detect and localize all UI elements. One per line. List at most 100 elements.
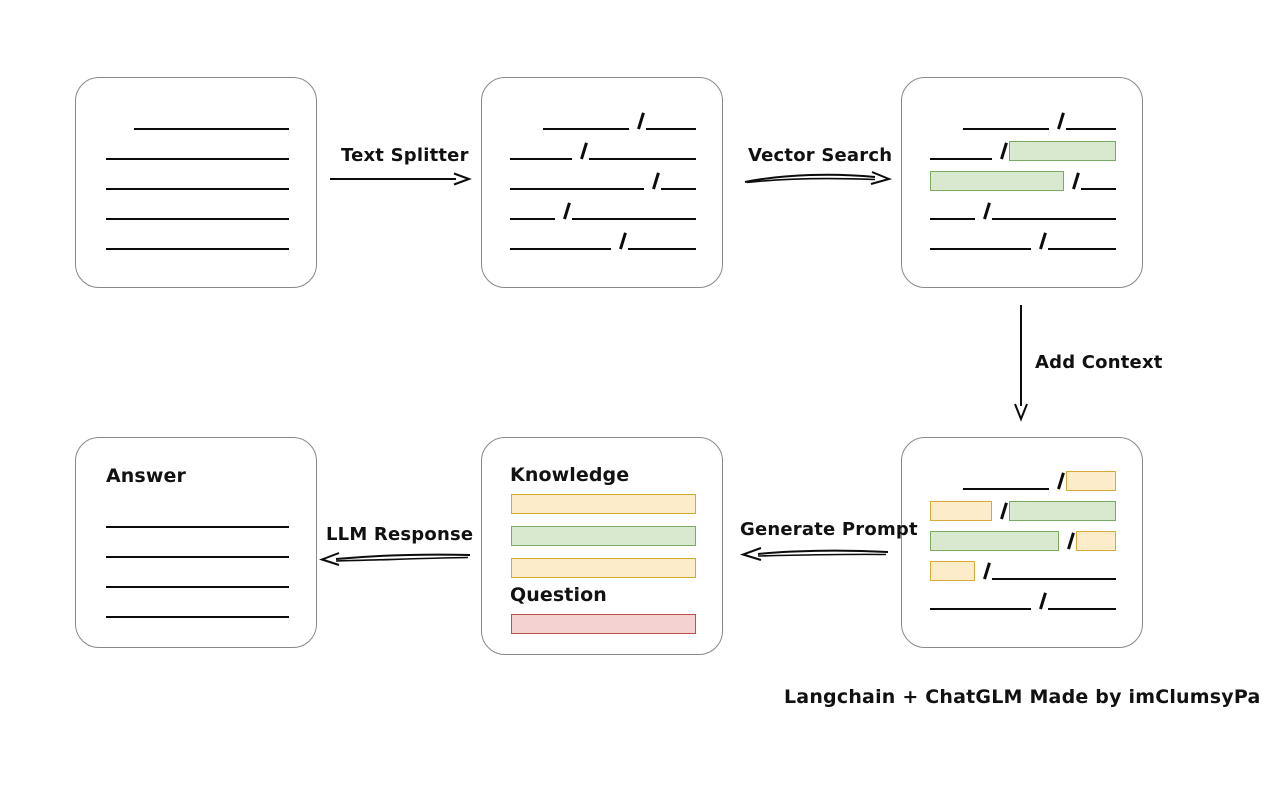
document-line (930, 198, 1116, 220)
text-line-segment (992, 558, 1116, 580)
text-line-segment (510, 198, 555, 220)
text-line-segment (510, 228, 611, 250)
document-line (930, 168, 1116, 191)
question-bar (511, 614, 696, 634)
retrieved-document-card[interactable] (901, 77, 1143, 288)
line-indent (930, 108, 963, 130)
question-label: Question (510, 584, 607, 606)
text-line-segment (106, 168, 289, 190)
chunk-separator (992, 138, 1009, 160)
chunk-separator (644, 168, 661, 190)
text-line-segment (1048, 588, 1116, 610)
knowledge-label: Knowledge (510, 464, 630, 486)
text-line-segment (1081, 168, 1116, 190)
text-line-segment (1048, 228, 1116, 250)
document-line (106, 168, 289, 190)
text-line-segment (106, 596, 289, 618)
attribution-footer: Langchain + ChatGLM Made by imClumsyPand… (784, 686, 1262, 708)
context-chunk-highlight (930, 561, 975, 581)
split-document-card[interactable] (481, 77, 723, 288)
line-indent (510, 108, 543, 130)
add-context-arrow-label: Add Context (1035, 352, 1163, 373)
document-line (106, 198, 289, 220)
text-line-segment (992, 198, 1116, 220)
chunk-separator (992, 498, 1009, 520)
retrieved-chunk-highlight (930, 531, 1059, 551)
text-line-segment (106, 506, 289, 528)
text-line-segment (510, 138, 572, 160)
chunk-separator (1064, 168, 1081, 190)
text-line-segment (930, 588, 1031, 610)
retrieved-chunk-highlight (930, 171, 1064, 191)
text-line-segment (589, 138, 696, 160)
document-line (106, 228, 289, 250)
retrieved-chunk-highlight (1009, 501, 1116, 521)
text-line-segment (628, 228, 696, 250)
chunk-separator (555, 198, 572, 220)
chunk-separator (1059, 528, 1076, 550)
document-line (510, 168, 696, 190)
text-line-segment (510, 168, 644, 190)
chunk-separator (975, 558, 992, 580)
document-line (106, 536, 289, 558)
chunk-separator (611, 228, 628, 250)
document-line (510, 198, 696, 220)
prompt-card[interactable]: Knowledge Question (481, 437, 723, 655)
vector-search-arrow (744, 170, 893, 188)
chunk-separator (572, 138, 589, 160)
text-line-segment (930, 138, 992, 160)
text-line-segment (930, 198, 975, 220)
text-line-segment (572, 198, 696, 220)
line-indent (930, 468, 963, 490)
generate-prompt-arrow (739, 545, 889, 563)
document-line (930, 228, 1116, 250)
generate-prompt-arrow-label: Generate Prompt (740, 519, 918, 540)
document-line (930, 528, 1116, 551)
chunk-separator (1031, 228, 1048, 250)
context-chunk-highlight (1066, 471, 1116, 491)
document-line (930, 498, 1116, 521)
chunk-separator (1049, 108, 1066, 130)
document-line (930, 108, 1116, 130)
text-line-segment (134, 108, 289, 130)
document-line (106, 506, 289, 528)
text-line-segment (1066, 108, 1116, 130)
add-context-arrow (1012, 305, 1030, 422)
chunk-separator (975, 198, 992, 220)
text-line-segment (963, 108, 1049, 130)
text-splitter-arrow-label: Text Splitter (341, 145, 469, 166)
knowledge-bar (511, 494, 696, 514)
document-line (930, 588, 1116, 610)
llm-response-arrow (318, 550, 471, 568)
knowledge-bar (511, 526, 696, 546)
text-line-segment (106, 198, 289, 220)
context-document-card[interactable] (901, 437, 1143, 648)
chunk-separator (629, 108, 646, 130)
document-line (510, 108, 696, 130)
source-document-card[interactable] (75, 77, 317, 288)
document-line (930, 468, 1116, 491)
answer-card[interactable]: Answer (75, 437, 317, 648)
text-splitter-arrow (330, 172, 472, 186)
knowledge-bar (511, 558, 696, 578)
text-line-segment (543, 108, 629, 130)
document-line (106, 566, 289, 588)
document-line (106, 596, 289, 618)
text-line-segment (106, 138, 289, 160)
chunk-separator (1031, 588, 1048, 610)
retrieved-chunk-highlight (1009, 141, 1116, 161)
vector-search-arrow-label: Vector Search (748, 145, 893, 166)
text-line-segment (106, 536, 289, 558)
context-chunk-highlight (1076, 531, 1116, 551)
document-line (134, 108, 289, 130)
document-line (510, 228, 696, 250)
text-line-segment (661, 168, 696, 190)
context-chunk-highlight (930, 501, 992, 521)
document-line (106, 138, 289, 160)
text-line-segment (963, 468, 1049, 490)
llm-response-arrow-label: LLM Response (326, 524, 474, 545)
text-line-segment (930, 228, 1031, 250)
document-line (930, 558, 1116, 581)
document-line (510, 138, 696, 160)
